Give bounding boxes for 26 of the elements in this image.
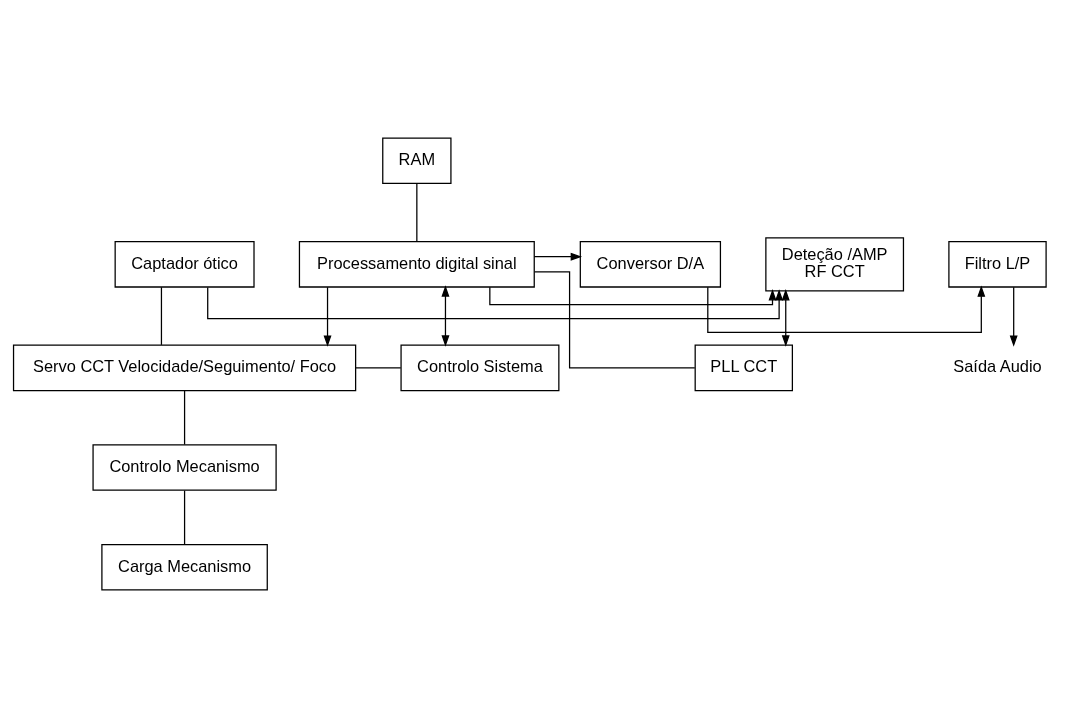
arrow xyxy=(489,286,777,305)
arrow xyxy=(533,252,583,261)
node-box: Captador ótico xyxy=(114,240,255,288)
connector xyxy=(160,286,163,345)
node-box: Controlo Sistema xyxy=(400,343,560,391)
node-text: Saída Audio xyxy=(953,356,1042,375)
node-box: Processamento digital sinal xyxy=(298,240,535,288)
node-box: Filtro L/P xyxy=(948,240,1047,288)
connector xyxy=(416,182,418,242)
arrow xyxy=(1009,286,1018,347)
node-box: Controlo Mecanismo xyxy=(92,443,277,491)
node-box: Deteção /AMP RF CCT xyxy=(765,236,905,291)
node-box: Conversor D/A xyxy=(579,240,722,288)
connector xyxy=(533,270,696,368)
arrow xyxy=(323,286,332,347)
arrow xyxy=(781,288,790,347)
arrow xyxy=(707,284,986,333)
arrow xyxy=(207,286,784,319)
node-box: PLL CCT xyxy=(694,343,793,391)
arrow xyxy=(441,284,450,347)
node-box: RAM xyxy=(382,136,452,184)
node-box: Servo CCT Velocidade/Seguimento/ Foco xyxy=(12,343,357,391)
connector xyxy=(183,489,186,545)
node-box: Carga Mecanismo xyxy=(101,543,268,591)
connector xyxy=(183,389,186,445)
connector xyxy=(355,366,402,368)
